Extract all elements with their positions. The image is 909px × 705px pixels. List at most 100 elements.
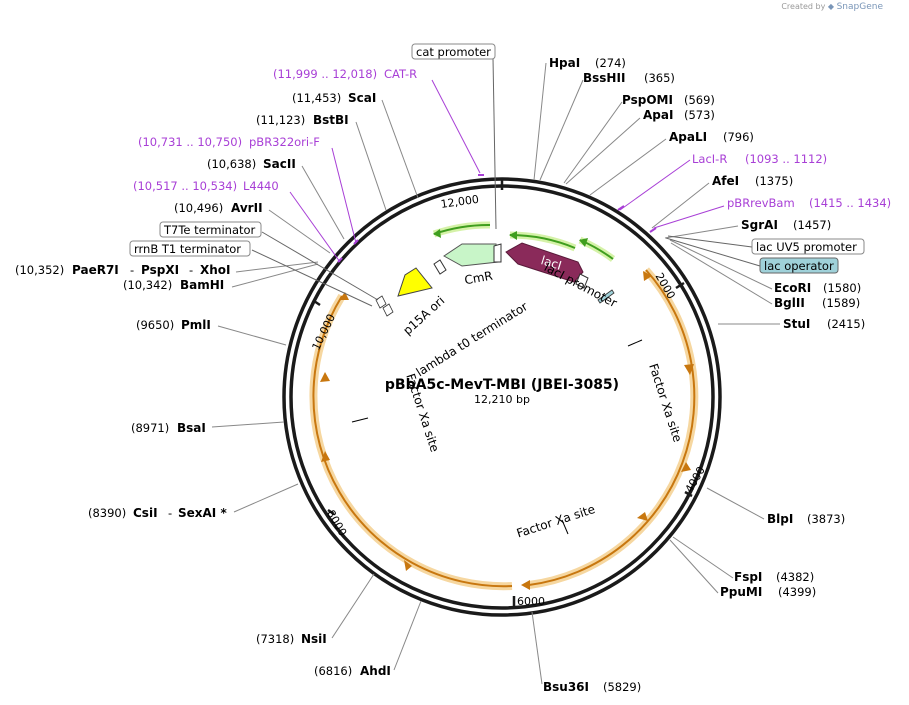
lacI-arrow — [505, 242, 584, 283]
CmR-arrow — [443, 243, 499, 267]
site-bamhi-pos: (10,342) — [123, 278, 172, 292]
site-bamhi-name: BamHI — [180, 278, 224, 292]
site-bsai-name: BsaI — [177, 421, 206, 435]
box-lac-operator-text: lac operator — [764, 259, 834, 273]
primer-pbrrevbam-range: (1415 .. 1434) — [809, 196, 891, 210]
orf-arc-left — [309, 293, 513, 591]
snapgene-brand: SnapGene — [836, 2, 883, 12]
box-t7te-terminator-text: T7Te terminator — [163, 223, 256, 237]
snapgene-logo-icon: ◆ — [827, 2, 835, 11]
box-cat-promoter-text: cat promoter — [416, 45, 491, 59]
p15A-ori-arrow — [397, 267, 433, 297]
box-rrnb-t1-terminator-text: rrnB T1 terminator — [134, 242, 241, 256]
factor-xa-label-3: Factor Xa site — [515, 502, 597, 541]
factor-xa-tick-1 — [627, 339, 643, 347]
lac-operator-mark — [597, 289, 615, 304]
site-ecori-pos: (1580) — [823, 281, 861, 295]
site-apai-pos: (573) — [684, 108, 715, 122]
tick-10000: 10,000 — [309, 312, 338, 352]
site-sgrai-name: SgrAI — [741, 218, 778, 232]
leader-lines-boxes — [251, 57, 761, 307]
site-apali-pos: (796) — [723, 130, 754, 144]
site-bstbi-pos: (11,123) — [256, 113, 305, 127]
orf-direction-marks — [320, 271, 694, 590]
green-feature-arrows — [432, 221, 616, 262]
site-stui-name: StuI — [783, 317, 810, 331]
site-pspxi-name: PspXI — [141, 263, 179, 277]
site-sacii-pos: (10,638) — [207, 157, 256, 171]
site-ppumi-pos: (4399) — [778, 585, 816, 599]
plasmid-length: 12,210 bp — [474, 393, 530, 406]
primer-marks — [337, 174, 657, 263]
cat-promoter-arrow — [493, 243, 502, 263]
box-cat-promoter: cat promoter — [411, 43, 496, 60]
factor-xa-tick-2 — [351, 417, 369, 423]
tick-8000: 8000 — [324, 508, 349, 539]
ruler-ticks — [313, 180, 693, 606]
site-ppumi-name: PpuMI — [720, 585, 762, 599]
site-avrii-pos: (10,496) — [174, 201, 223, 215]
site-hpai-name: HpaI — [549, 56, 580, 70]
lacI-promoter-arrow — [575, 273, 589, 289]
site-bsshii-name: BssHII — [583, 71, 625, 85]
site-avrii-name: AvrII — [231, 201, 263, 215]
site-hpai-pos: (274) — [595, 56, 626, 70]
site-bsshii-pos: (365) — [644, 71, 675, 85]
site-sexai-name: SexAI * — [178, 506, 227, 520]
site-xhoi-name: XhoI — [200, 263, 231, 277]
site-sep-2: - — [189, 263, 193, 277]
site-ecori-name: EcoRI — [774, 281, 811, 295]
site-sacii-name: SacII — [263, 157, 296, 171]
factor-xa-tick-3 — [561, 519, 569, 535]
site-fspi-name: FspI — [734, 570, 762, 584]
site-blpi-name: BlpI — [767, 512, 793, 526]
primer-laci-r-name: LacI-R — [692, 152, 727, 166]
site-bsu36i-name: Bsu36I — [543, 680, 589, 694]
site-afei-name: AfeI — [712, 174, 739, 188]
orf-arc-right — [528, 267, 699, 589]
terminator-marks — [375, 295, 394, 317]
site-pmli-name: PmlI — [181, 318, 211, 332]
site-paer7i-pos: (10,352) — [15, 263, 64, 277]
site-nsii-name: NsiI — [301, 632, 327, 646]
site-bsai-pos: (8971) — [131, 421, 169, 435]
site-stui-pos: (2415) — [827, 317, 865, 331]
lambda-t0-terminator-mark — [433, 259, 447, 275]
site-fspi-pos: (4382) — [776, 570, 814, 584]
site-sgrai-pos: (1457) — [793, 218, 831, 232]
primer-cat-r-name: CAT-R — [384, 67, 417, 81]
tick-6000: 6000 — [517, 595, 545, 608]
primer-leader-lines — [289, 79, 725, 263]
site-scai-name: ScaI — [348, 91, 376, 105]
tick-12000: 12,000 — [440, 193, 480, 211]
site-paer7i-name: PaeR7I — [72, 263, 119, 277]
site-bglii-name: BglII — [774, 296, 805, 310]
site-scai-pos: (11,453) — [292, 91, 341, 105]
CmR-label: CmR — [463, 269, 493, 288]
created-by-text: Created by — [781, 2, 826, 11]
primer-cat-r-range: (11,999 .. 12,018) — [273, 67, 377, 81]
site-pmli-pos: (9650) — [136, 318, 174, 332]
plasmid-name: pBbA5c-MevT-MBI (JBEI-3085) — [385, 377, 619, 393]
p15A-ori-label: p15A ori — [400, 293, 447, 337]
backbone-outer-ring — [282, 177, 722, 617]
primer-pbrrevbam-name: pBRrevBam — [727, 196, 795, 210]
site-bsu36i-pos: (5829) — [603, 680, 641, 694]
site-blpi-pos: (3873) — [807, 512, 845, 526]
box-lac-uv5-promoter-text: lac UV5 promoter — [756, 240, 857, 254]
primer-laci-r-range: (1093 .. 1112) — [745, 152, 827, 166]
primer-pbr322ori-f-name: pBR322ori-F — [249, 135, 320, 149]
site-csii-pos: (8390) — [88, 506, 126, 520]
site-pspomi-pos: (569) — [684, 93, 715, 107]
box-lac-uv5-promoter: lac UV5 promoter — [751, 238, 865, 255]
site-nsii-pos: (7318) — [256, 632, 294, 646]
box-lac-operator: lac operator — [759, 257, 839, 274]
leader-lines-left — [211, 99, 422, 671]
site-bstbi-name: BstBI — [313, 113, 349, 127]
site-sep-1: - — [130, 263, 134, 277]
site-csii-name: CsiI — [133, 506, 158, 520]
site-ahdi-name: AhdI — [360, 664, 391, 678]
factor-xa-label-1: Factor Xa site — [646, 362, 685, 444]
site-apali-name: ApaLI — [669, 130, 707, 144]
